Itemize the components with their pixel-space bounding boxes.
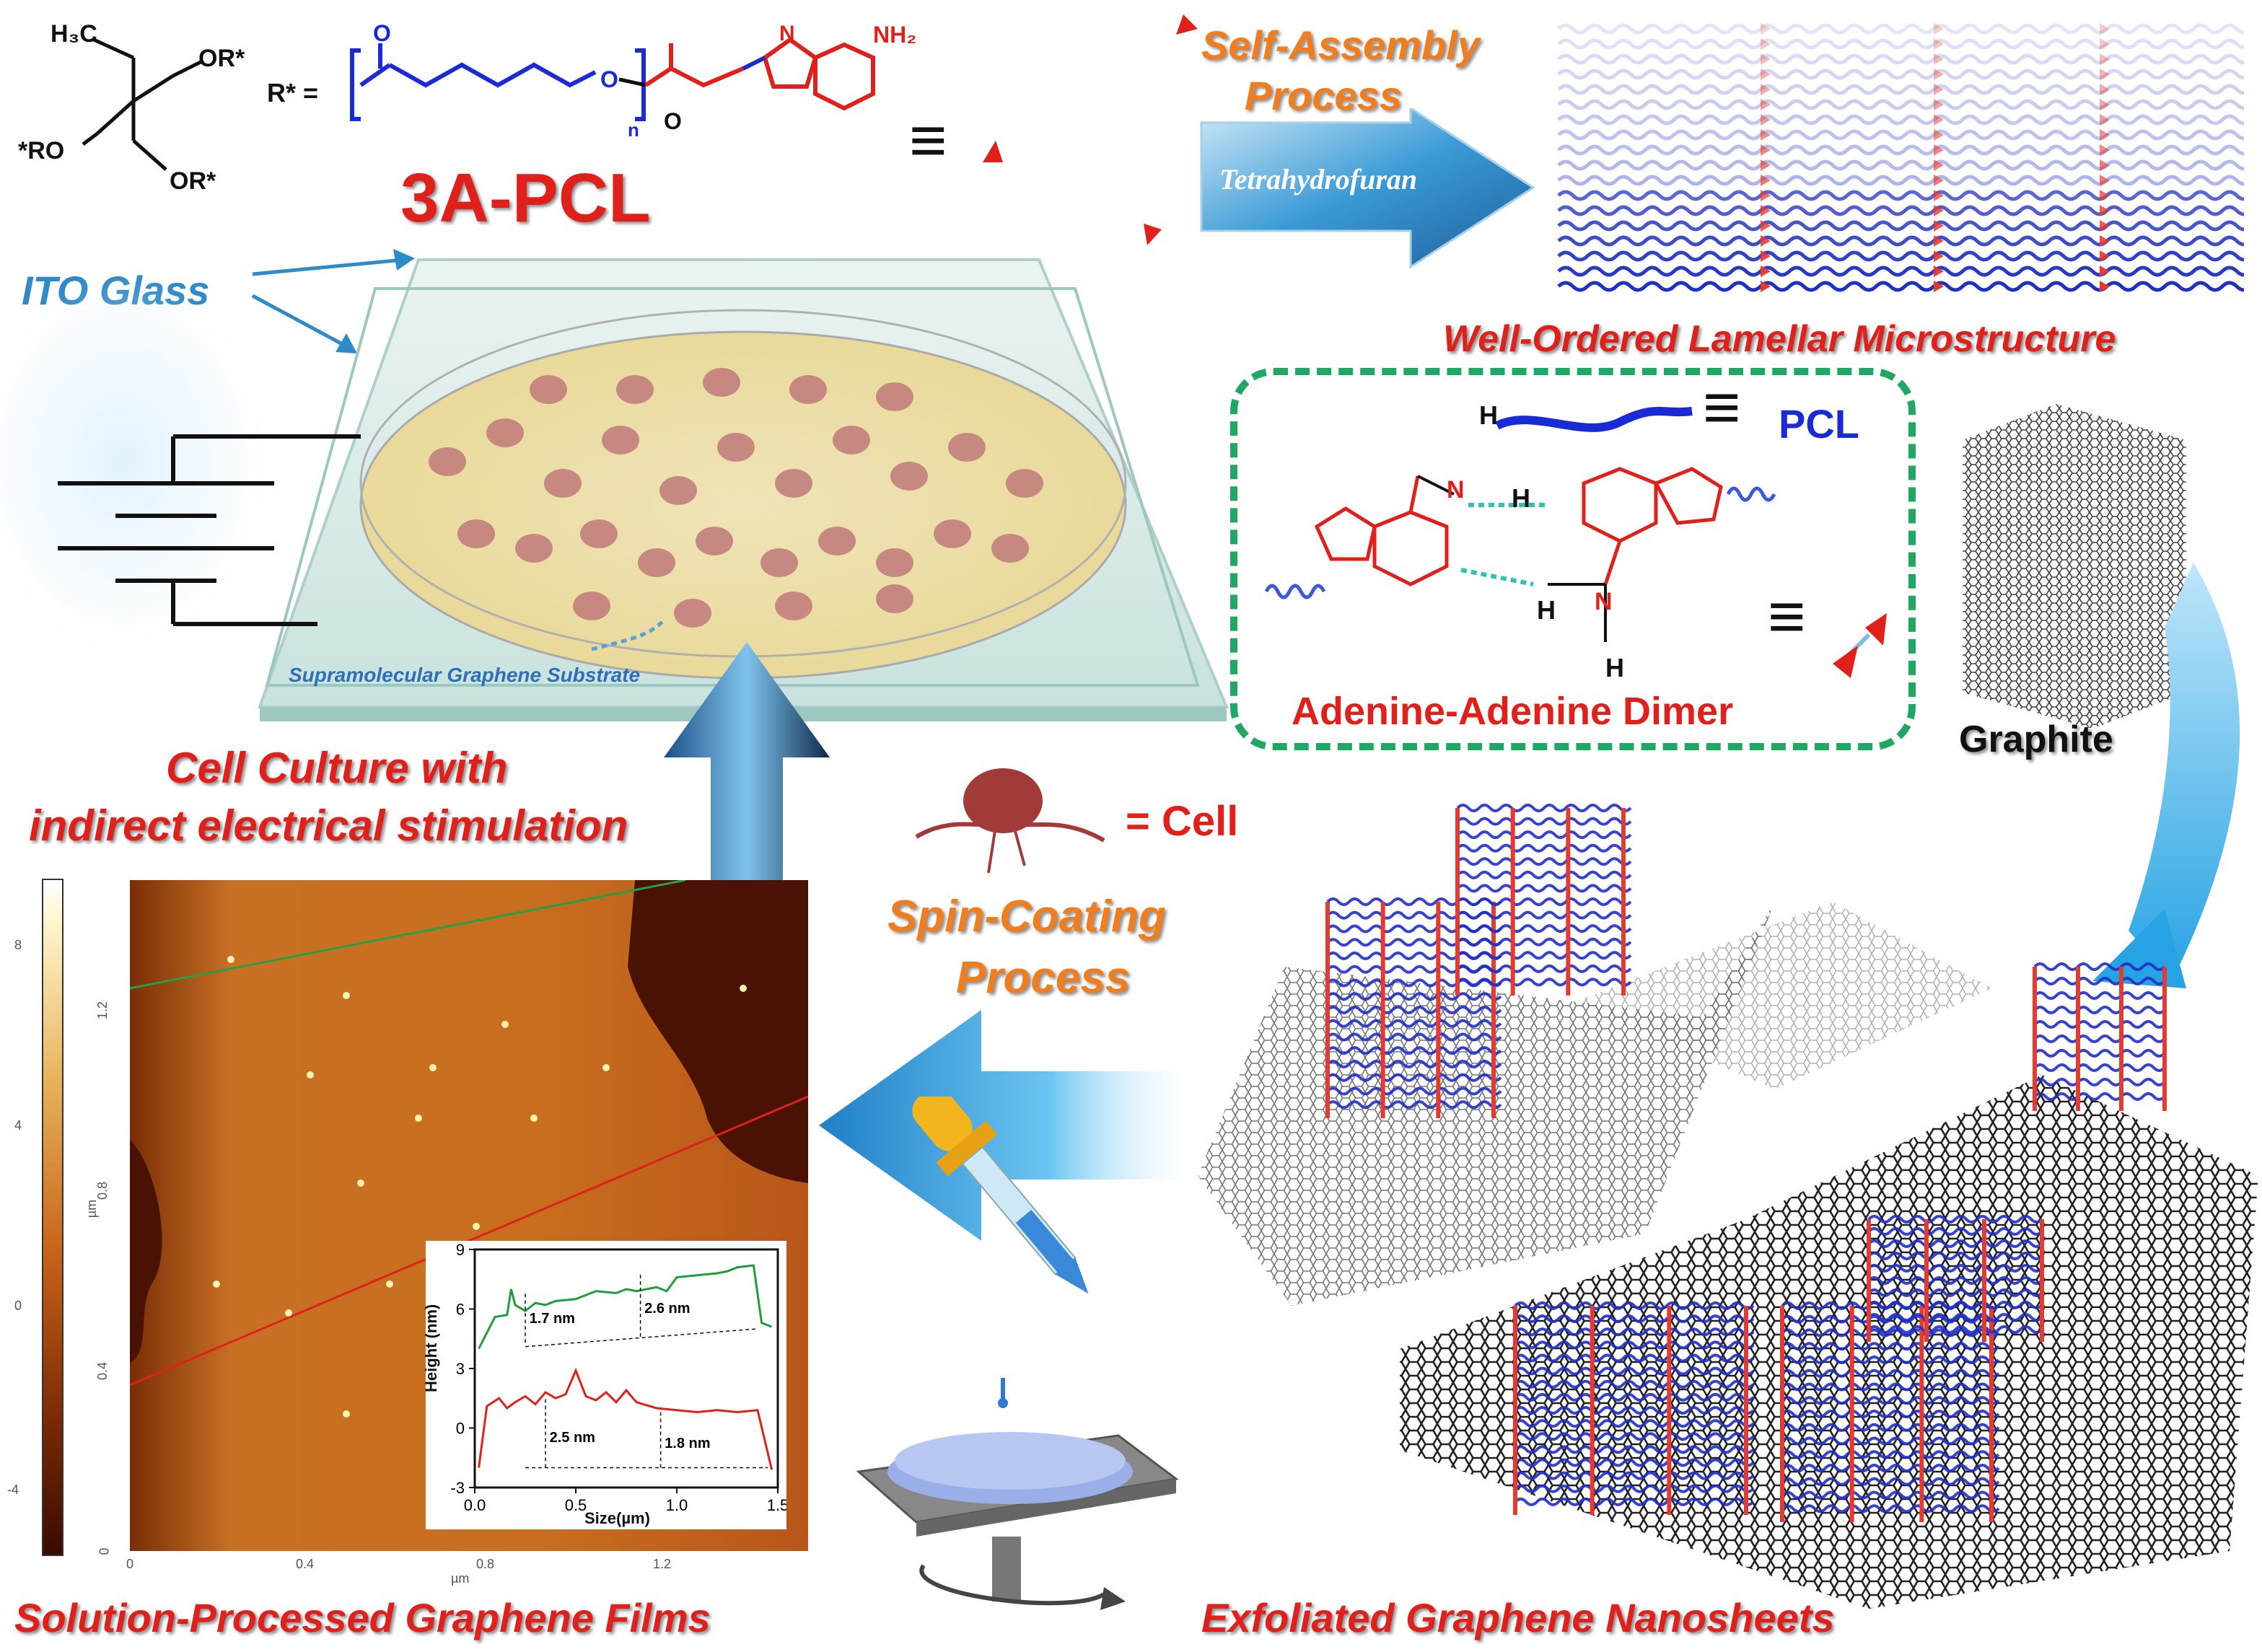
self-assembly-process-label: Process [1245, 73, 1402, 118]
atom-h-3: H [1537, 595, 1556, 625]
dimer-box [1230, 368, 1916, 750]
profile-xtick-label: 0.0 [464, 1496, 486, 1514]
afm-ytick-1: 1.2 [95, 1001, 110, 1020]
solvent-label: Tetrahydrofuran [1219, 163, 1418, 195]
atom-h-2: H [1512, 483, 1530, 513]
profile-annotation: 2.5 nm [550, 1430, 595, 1446]
atom-h-4: H [1605, 653, 1624, 682]
pcl-legend-line [1495, 407, 1693, 432]
afm-x-unit: µm [451, 1571, 470, 1586]
graphene-nanosheets-illustration [1198, 804, 2258, 1609]
colorbar-tick-4: -4 [7, 1482, 19, 1497]
films-label: Solution-Processed Graphene Films [14, 1595, 711, 1640]
lamellar-microstructure-illustration [1557, 23, 2244, 292]
profile-ytick-label: -3 [450, 1479, 465, 1497]
cell-culture-label-1: Cell Culture with [166, 744, 508, 792]
molecule-skeleton [82, 37, 1157, 232]
ester-o: O [600, 66, 618, 92]
ro-left-label: *RO [18, 137, 65, 164]
subscript-n: n [628, 119, 639, 141]
carbonyl-o-2: O [664, 108, 682, 134]
dimer-arrow-icon [1833, 613, 1887, 678]
r-definition: R* = [267, 78, 319, 107]
methyl-label: H₃C [51, 20, 97, 48]
profile-ytick-label: 3 [456, 1360, 465, 1378]
profile-baseline-green [525, 1328, 758, 1348]
nanosheets-label: Exfoliated Graphene Nanosheets [1201, 1595, 1835, 1640]
ring-n-label: N [779, 22, 795, 45]
up-arrow-icon [664, 642, 830, 931]
graphite-label: Graphite [1959, 719, 2113, 760]
profile-annotation: 1.8 nm [665, 1436, 710, 1451]
afm-xtick-4: 1.2 [653, 1557, 672, 1571]
pcl-equiv-symbol: ≡ [1703, 372, 1741, 444]
afm-ytick-4: 0 [97, 1547, 112, 1555]
exfoliation-arrow-icon [2129, 563, 2240, 981]
dimer-equiv-symbol: ≡ [1768, 581, 1806, 653]
afm-ytick-2: 0.8 [95, 1181, 110, 1200]
atom-n-2: N [1595, 588, 1613, 615]
profile-series-green [478, 1264, 773, 1350]
self-assembly-label: Self-Assembly [1201, 22, 1480, 68]
atom-h-1: H [1479, 400, 1498, 430]
profile-ytick-label: 0 [456, 1420, 465, 1438]
profile-ylabel: Height (nm) [422, 1304, 440, 1392]
spin-coater-illustration [856, 1097, 1179, 1610]
cell-culture-label-2: indirect electrical stimulation [29, 801, 628, 850]
profile-xtick-label: 1.5 [767, 1496, 786, 1514]
afm-y-unit: µm [84, 1199, 100, 1218]
or-top-label: OR* [198, 45, 245, 72]
atom-n-1: N [1447, 476, 1465, 504]
amino-label: NH₂ [873, 22, 917, 48]
left-arrow-icon [819, 1010, 1205, 1241]
or-bottom-label: OR* [170, 167, 216, 195]
afm-xtick-2: 0.4 [296, 1557, 315, 1571]
afm-colorbar [42, 879, 63, 1556]
self-assembly-arrow-icon [1200, 108, 1535, 269]
adenine-dimer-structure [1264, 407, 1887, 678]
profile-xtick-label: 0.5 [565, 1496, 587, 1514]
spin-coating-label-2: Process [956, 953, 1131, 1003]
dimer-title: Adenine-Adenine Dimer [1292, 690, 1734, 733]
profile-annotation: 2.6 nm [644, 1301, 690, 1317]
afm-xtick-1: 0 [126, 1557, 134, 1571]
equivalence-symbol: ≡ [909, 105, 947, 177]
height-profile-chart: 9 6 3 0 -30.0 0.5 1.0 1.5 1.7 nm 2.6 nm 2.5 nm 1.8 … [450, 1241, 786, 1514]
profile-xlabel: Size(µm) [584, 1509, 650, 1527]
spin-coating-label-1: Spin-Coating [887, 892, 1166, 941]
ito-substrate-illustration [0, 249, 1229, 721]
colorbar-tick-2: 4 [14, 1118, 22, 1133]
pcl-label: PCL [1779, 401, 1859, 447]
colorbar-tick-3: 0 [14, 1299, 22, 1313]
afm-ytick-3: 0.4 [95, 1361, 110, 1381]
colorbar-tick-1: 8 [14, 938, 22, 952]
molecule-structure: H₃C OR* *RO OR* R* = O O O n NH₂ N ≡ 3A-… [0, 0, 1198, 245]
cell-legend-label: = Cell [1126, 798, 1239, 845]
profile-series-red [478, 1367, 773, 1470]
height-profile-inset [426, 1241, 786, 1529]
afm-xtick-3: 0.8 [476, 1557, 495, 1571]
carbonyl-o-1: O [373, 20, 391, 46]
profile-ytick-label: 6 [456, 1301, 465, 1319]
cell-icon [915, 768, 1105, 874]
polymer-arrowheads [983, 14, 1198, 245]
profile-annotation: 1.7 nm [530, 1311, 575, 1327]
compound-name: 3A-PCL [400, 159, 651, 237]
profile-ytick-label: 9 [456, 1241, 465, 1259]
substrate-label: Supramolecular Graphene Substrate [289, 664, 641, 686]
lamellar-label: Well-Ordered Lamellar Microstructure [1443, 318, 2116, 360]
profile-xtick-label: 1.0 [666, 1496, 688, 1514]
